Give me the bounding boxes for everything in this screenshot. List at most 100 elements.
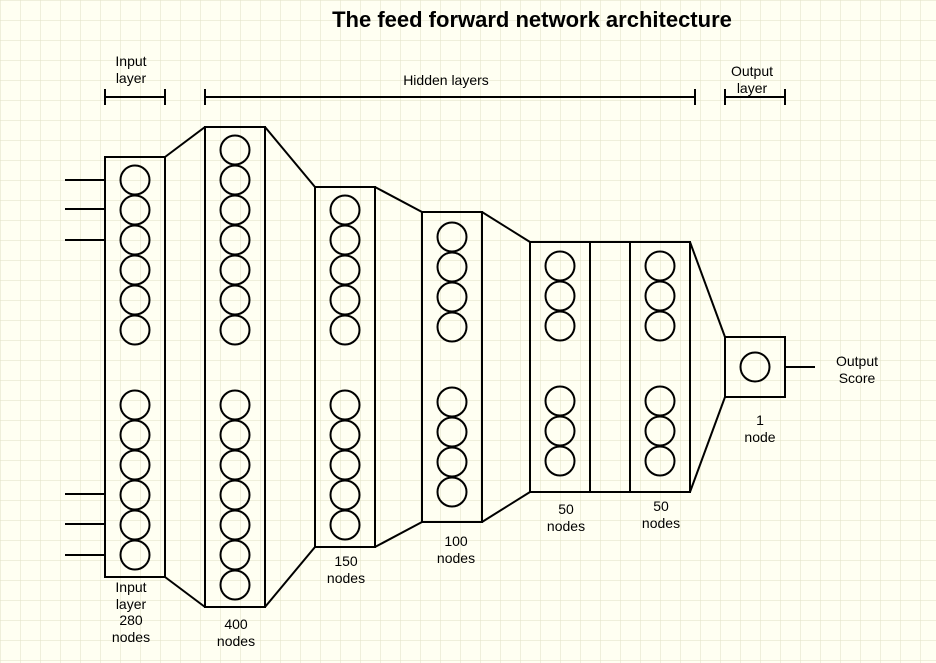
output-layer-bracket: Output layer — [724, 63, 786, 105]
hidden-layer-2-node-10 — [329, 509, 361, 541]
hidden-layers-bracket: Hidden layers — [204, 72, 696, 105]
hidden-layer-5-node-4 — [644, 385, 676, 417]
hidden-layer-1-caption-line-1: 400 — [224, 616, 248, 632]
input-layer-node-2 — [119, 194, 151, 226]
hidden-layer-4-caption-line-2: nodes — [547, 518, 585, 534]
node-circles — [119, 134, 771, 601]
hidden-layer-3-node-2 — [436, 251, 468, 283]
hidden-layer-5-node-2 — [644, 280, 676, 312]
hidden-layer-5-caption: 50 nodes — [642, 498, 680, 531]
hidden-layer-2-node-6 — [329, 389, 361, 421]
hidden-layer-3-node-7 — [436, 446, 468, 478]
hidden-layer-3-box — [421, 211, 483, 523]
layer-connectors — [164, 126, 726, 608]
hidden-layer-4-caption: 50 nodes — [547, 501, 585, 534]
input-layer-node-8 — [119, 419, 151, 451]
output-layer-caption: 1 node — [744, 412, 775, 445]
hidden-layer-1-node-11 — [219, 479, 251, 511]
input-bracket-label-line-2: layer — [116, 70, 147, 86]
hidden-layer-5-caption-line-2: nodes — [642, 515, 680, 531]
input-layer-node-12 — [119, 539, 151, 571]
hidden-layer-3-node-4 — [436, 311, 468, 343]
hidden-layer-4-box — [529, 241, 591, 493]
hidden-layer-1-node-7 — [219, 314, 251, 346]
hidden-layer-5-node-5 — [644, 415, 676, 447]
hidden-layer-1-node-4 — [219, 224, 251, 256]
hidden-layer-1-node-6 — [219, 284, 251, 316]
hidden-layer-3-caption-line-2: nodes — [437, 550, 475, 566]
output-bracket-label-line-1: Output — [731, 63, 773, 79]
hidden-layer-4-node-1 — [544, 250, 576, 282]
input-bracket-label-line-1: Input — [115, 53, 146, 69]
input-layer-caption-line-3: 280 — [119, 612, 143, 628]
output-score-label-line-1: Output — [836, 353, 878, 369]
hidden-bracket-label: Hidden layers — [403, 72, 489, 88]
input-layer-node-7 — [119, 389, 151, 421]
hidden-layer-4-node-5 — [544, 415, 576, 447]
hidden-layer-2-box — [314, 186, 376, 548]
input-layer-node-6 — [119, 314, 151, 346]
hidden-layer-5-caption-line-1: 50 — [653, 498, 669, 514]
hidden-layer-2-node-4 — [329, 284, 361, 316]
input-layer-node-10 — [119, 479, 151, 511]
hidden-layer-3-node-1 — [436, 221, 468, 253]
input-layer-box — [104, 156, 166, 578]
hidden-layer-3-caption: 100 nodes — [437, 533, 475, 566]
input-layer-node-11 — [119, 509, 151, 541]
hidden-layer-5-box — [629, 241, 691, 493]
hidden-layer-3-node-5 — [436, 386, 468, 418]
input-layer-node-9 — [119, 449, 151, 481]
hidden-layer-1-node-10 — [219, 449, 251, 481]
hidden-layer-2-node-8 — [329, 449, 361, 481]
hidden-layer-4-node-4 — [544, 385, 576, 417]
hidden-layer-1-node-13 — [219, 539, 251, 571]
output-layer-caption-line-1: 1 — [756, 412, 764, 428]
hidden-layer-3-node-3 — [436, 281, 468, 313]
input-layer-caption-line-4: nodes — [112, 629, 150, 645]
hidden-layer-5-node-1 — [644, 250, 676, 282]
input-layer-caption: Input layer 280 nodes — [112, 579, 150, 645]
hidden-layer-3-node-6 — [436, 416, 468, 448]
hidden-layer-1-node-3 — [219, 194, 251, 226]
input-connections — [65, 179, 105, 556]
hidden-layer-2-node-2 — [329, 224, 361, 256]
output-score-label-line-2: Score — [839, 370, 876, 386]
hidden-layer-1-node-9 — [219, 419, 251, 451]
hidden-layer-1-box — [204, 126, 266, 608]
hidden-layer-2-node-9 — [329, 479, 361, 511]
output-layer-box — [724, 336, 786, 398]
input-layer-node-3 — [119, 224, 151, 256]
diagram-title: The feed forward network architecture — [332, 7, 732, 32]
input-layer-node-4 — [119, 254, 151, 286]
hidden-layer-1-node-8 — [219, 389, 251, 421]
hidden-layer-1-node-2 — [219, 164, 251, 196]
hidden-layer-1-node-14 — [219, 569, 251, 601]
hidden-layer-2-caption: 150 nodes — [327, 553, 365, 586]
input-layer-node-1 — [119, 164, 151, 196]
hidden-layer-5-node-3 — [644, 310, 676, 342]
hidden-layer-5-node-6 — [644, 445, 676, 477]
input-layer-node-5 — [119, 284, 151, 316]
hidden-layer-2-node-3 — [329, 254, 361, 286]
hidden-layer-2-caption-line-2: nodes — [327, 570, 365, 586]
input-layer-caption-line-1: Input — [115, 579, 146, 595]
hidden-layer-4-node-2 — [544, 280, 576, 312]
output-score-label: Output Score — [836, 353, 878, 386]
output-bracket-label-line-2: layer — [737, 80, 768, 96]
hidden-layer-1-caption-line-2: nodes — [217, 633, 255, 649]
hidden-layer-1-node-1 — [219, 134, 251, 166]
hidden-layer-1-node-5 — [219, 254, 251, 286]
hidden-layer-2-node-5 — [329, 314, 361, 346]
hidden-layer-1-node-12 — [219, 509, 251, 541]
hidden-layer-2-node-7 — [329, 419, 361, 451]
hidden-layer-1-caption: 400 nodes — [217, 616, 255, 649]
hidden-layer-2-caption-line-1: 150 — [334, 553, 358, 569]
input-layer-bracket: Input layer — [104, 53, 166, 105]
hidden-layer-3-caption-line-1: 100 — [444, 533, 468, 549]
hidden-layer-2-node-1 — [329, 194, 361, 226]
hidden-layer-4-node-6 — [544, 445, 576, 477]
hidden-layer-4-node-3 — [544, 310, 576, 342]
output-layer-caption-line-2: node — [744, 429, 775, 445]
output-layer-node-1 — [739, 351, 771, 383]
